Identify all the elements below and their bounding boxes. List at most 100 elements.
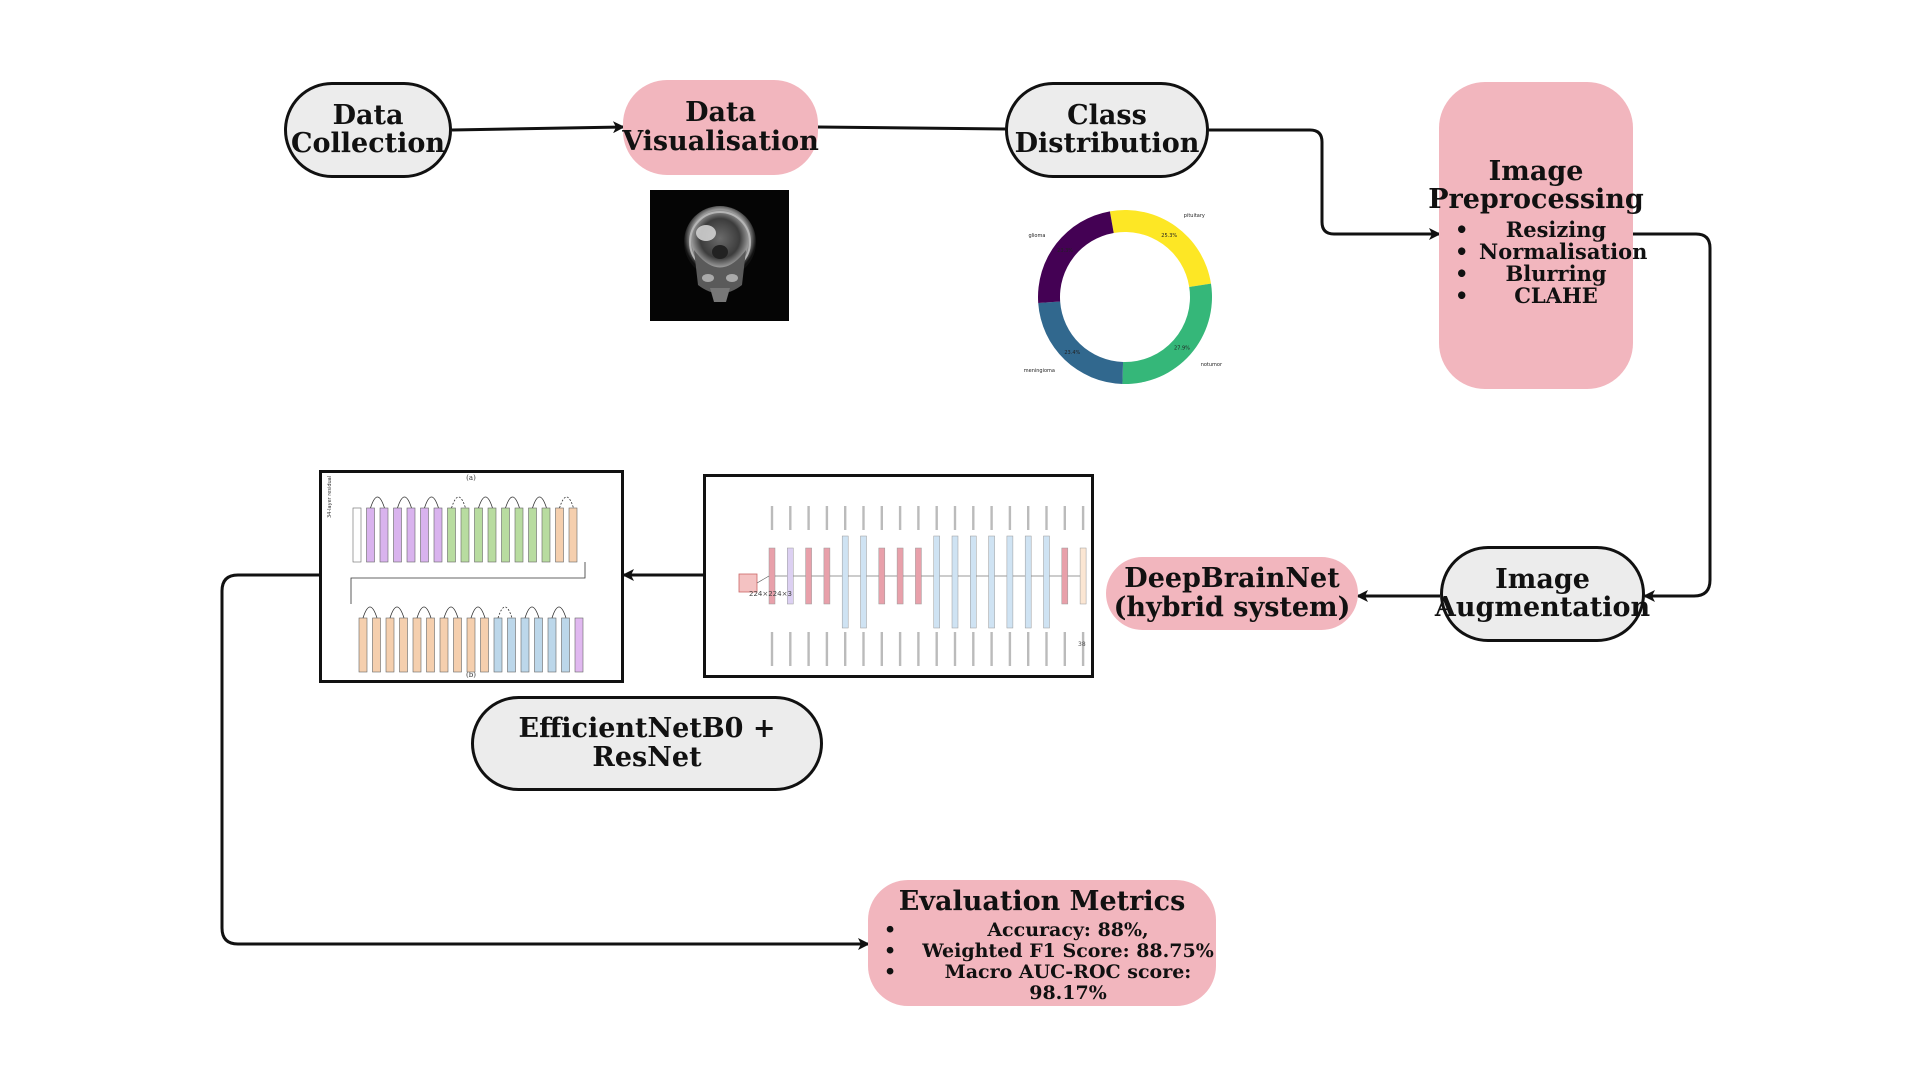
efficientnet-output-label: 38	[1078, 641, 1086, 648]
efficientnet-layer-block	[1006, 535, 1014, 629]
resnet-layer-block	[514, 507, 524, 563]
resnet-caption-bottom: (b)	[466, 671, 476, 679]
resnet-layer-block	[426, 617, 435, 673]
donut-pct-label: 23.4%	[1064, 350, 1080, 356]
donut-category-label: notumor	[1201, 362, 1223, 368]
preprocessing-step: Blurring	[1439, 262, 1633, 285]
resnet-layer-block	[547, 617, 557, 673]
resnet-layer-block	[385, 617, 395, 673]
efficientnet-layer-block	[841, 535, 849, 629]
efficientnet-layer-block	[970, 535, 977, 629]
resnet-layer-block	[480, 617, 489, 673]
resnet-layer-block	[493, 617, 503, 673]
metric-item: Macro AUC-ROC score: 98.17%	[868, 962, 1216, 1004]
efficientnet-layer-block	[1043, 535, 1050, 629]
resnet-layer-block	[561, 617, 570, 673]
data-collection-label: Data Collection	[291, 99, 445, 159]
efficientnet-layer-block	[896, 547, 904, 605]
efficientnet-layer-block	[823, 547, 831, 605]
resnet-skip-connection	[424, 496, 439, 509]
resnet-layer-block	[520, 617, 530, 673]
donut-pct-label: 27.9%	[1174, 345, 1190, 351]
donut-slice-meningioma	[1038, 301, 1124, 384]
donut-pct-label: 25.3%	[1161, 233, 1177, 239]
donut-pct-label: 23.3%	[1057, 248, 1073, 254]
resnet-skip-connection	[370, 496, 385, 509]
resnet-skip-connection	[362, 606, 378, 619]
mri-scan-image	[650, 190, 789, 321]
resnet-layer-block	[447, 507, 456, 563]
metric-item: Weighted F1 Score: 88.75%	[868, 941, 1216, 962]
efficientnet-layer-block	[787, 547, 794, 605]
donut-category-label: meningioma	[1024, 368, 1055, 374]
resnet-skip-connection	[551, 606, 567, 619]
efficientnet-layer-block	[1061, 547, 1069, 605]
evaluation-metrics-node: Evaluation Metrics Accuracy: 88%, Weight…	[868, 880, 1216, 1006]
class-distribution-label: Class Distribution	[1014, 99, 1200, 159]
efficientnet-layer-block	[915, 547, 922, 605]
resnet-layer-block	[372, 617, 381, 673]
efficientnet-input-label: 224×224×3	[749, 590, 792, 598]
arrow-resnet-to-evaluation	[220, 573, 870, 950]
donut-slice-notumor	[1122, 283, 1212, 384]
donut-slice-glioma	[1038, 211, 1114, 304]
resnet-layer-block	[352, 507, 362, 563]
efficientnet-layer-block	[860, 535, 867, 629]
efficientnet-layer-block	[878, 547, 886, 605]
efficientnet-layer-block	[933, 535, 940, 629]
data-collection-node: Data Collection	[284, 82, 452, 178]
evaluation-metrics-title: Evaluation Metrics	[898, 886, 1186, 917]
efficientnet-layer-block	[951, 535, 959, 629]
resnet-architecture-figure: (a) (b) 34-layer residual	[319, 470, 624, 683]
preprocessing-step: Resizing	[1439, 218, 1633, 241]
resnet-skip-connection	[416, 606, 432, 619]
deepbrainnet-node: DeepBrainNet (hybrid system)	[1106, 557, 1358, 630]
metric-item: Accuracy: 88%,	[868, 920, 1216, 941]
model-node: EfficientNetB0 + ResNet	[471, 696, 823, 791]
efficientnet-architecture-figure: 38 224×224×3	[703, 474, 1094, 678]
data-visualisation-node: Data Visualisation	[622, 80, 819, 175]
image-augmentation-label: Image Augmentation	[1434, 563, 1651, 623]
resnet-layer-block	[433, 507, 443, 563]
resnet-layer-block	[412, 617, 422, 673]
resnet-input-label: 34-layer residual	[327, 476, 333, 518]
arrow-collection-to-visualisation	[451, 121, 625, 134]
resnet-layer-block	[399, 617, 408, 673]
resnet-skip-connection	[532, 496, 547, 509]
resnet-layer-block	[420, 507, 429, 563]
evaluation-metrics-list: Accuracy: 88%, Weighted F1 Score: 88.75%…	[868, 920, 1216, 1004]
resnet-skip-connection	[397, 496, 412, 509]
resnet-layer-block	[366, 507, 375, 563]
resnet-skip-connection	[478, 496, 493, 509]
deepbrainnet-label: DeepBrainNet (hybrid system)	[1113, 563, 1351, 623]
resnet-skip-connection	[505, 496, 520, 509]
resnet-layer-block	[393, 507, 402, 563]
resnet-layer-block	[358, 617, 368, 673]
resnet-layer-block	[466, 617, 476, 673]
resnet-skip-connection	[389, 606, 405, 619]
arrow-distribution-to-preprocessing	[1209, 128, 1441, 240]
resnet-skip-connection	[443, 606, 459, 619]
donut-slice-pituitary	[1109, 210, 1211, 288]
efficientnet-layer-block	[805, 547, 812, 605]
resnet-layer-block	[379, 507, 389, 563]
efficientnet-layer-block	[1079, 547, 1087, 605]
resnet-skip-connection	[470, 606, 486, 619]
resnet-caption-top: (a)	[466, 474, 476, 482]
efficientnet-layer-block	[988, 535, 995, 629]
resnet-layer-block	[474, 507, 483, 563]
resnet-layer-block	[406, 507, 416, 563]
resnet-layer-block	[541, 507, 551, 563]
resnet-layer-block	[534, 617, 543, 673]
resnet-layer-block	[555, 507, 564, 563]
image-preprocessing-node: Image Preprocessing Resizing Normalisati…	[1428, 82, 1647, 389]
preprocessing-step: CLAHE	[1439, 285, 1633, 308]
donut-category-label: glioma	[1028, 233, 1045, 239]
resnet-layer-block	[487, 507, 497, 563]
resnet-layer-block	[574, 617, 584, 673]
donut-category-label: pituitary	[1184, 213, 1205, 219]
data-visualisation-label: Data Visualisation	[622, 97, 819, 157]
preprocessing-step: Normalisation	[1439, 240, 1647, 263]
resnet-skip-connection	[524, 606, 540, 619]
